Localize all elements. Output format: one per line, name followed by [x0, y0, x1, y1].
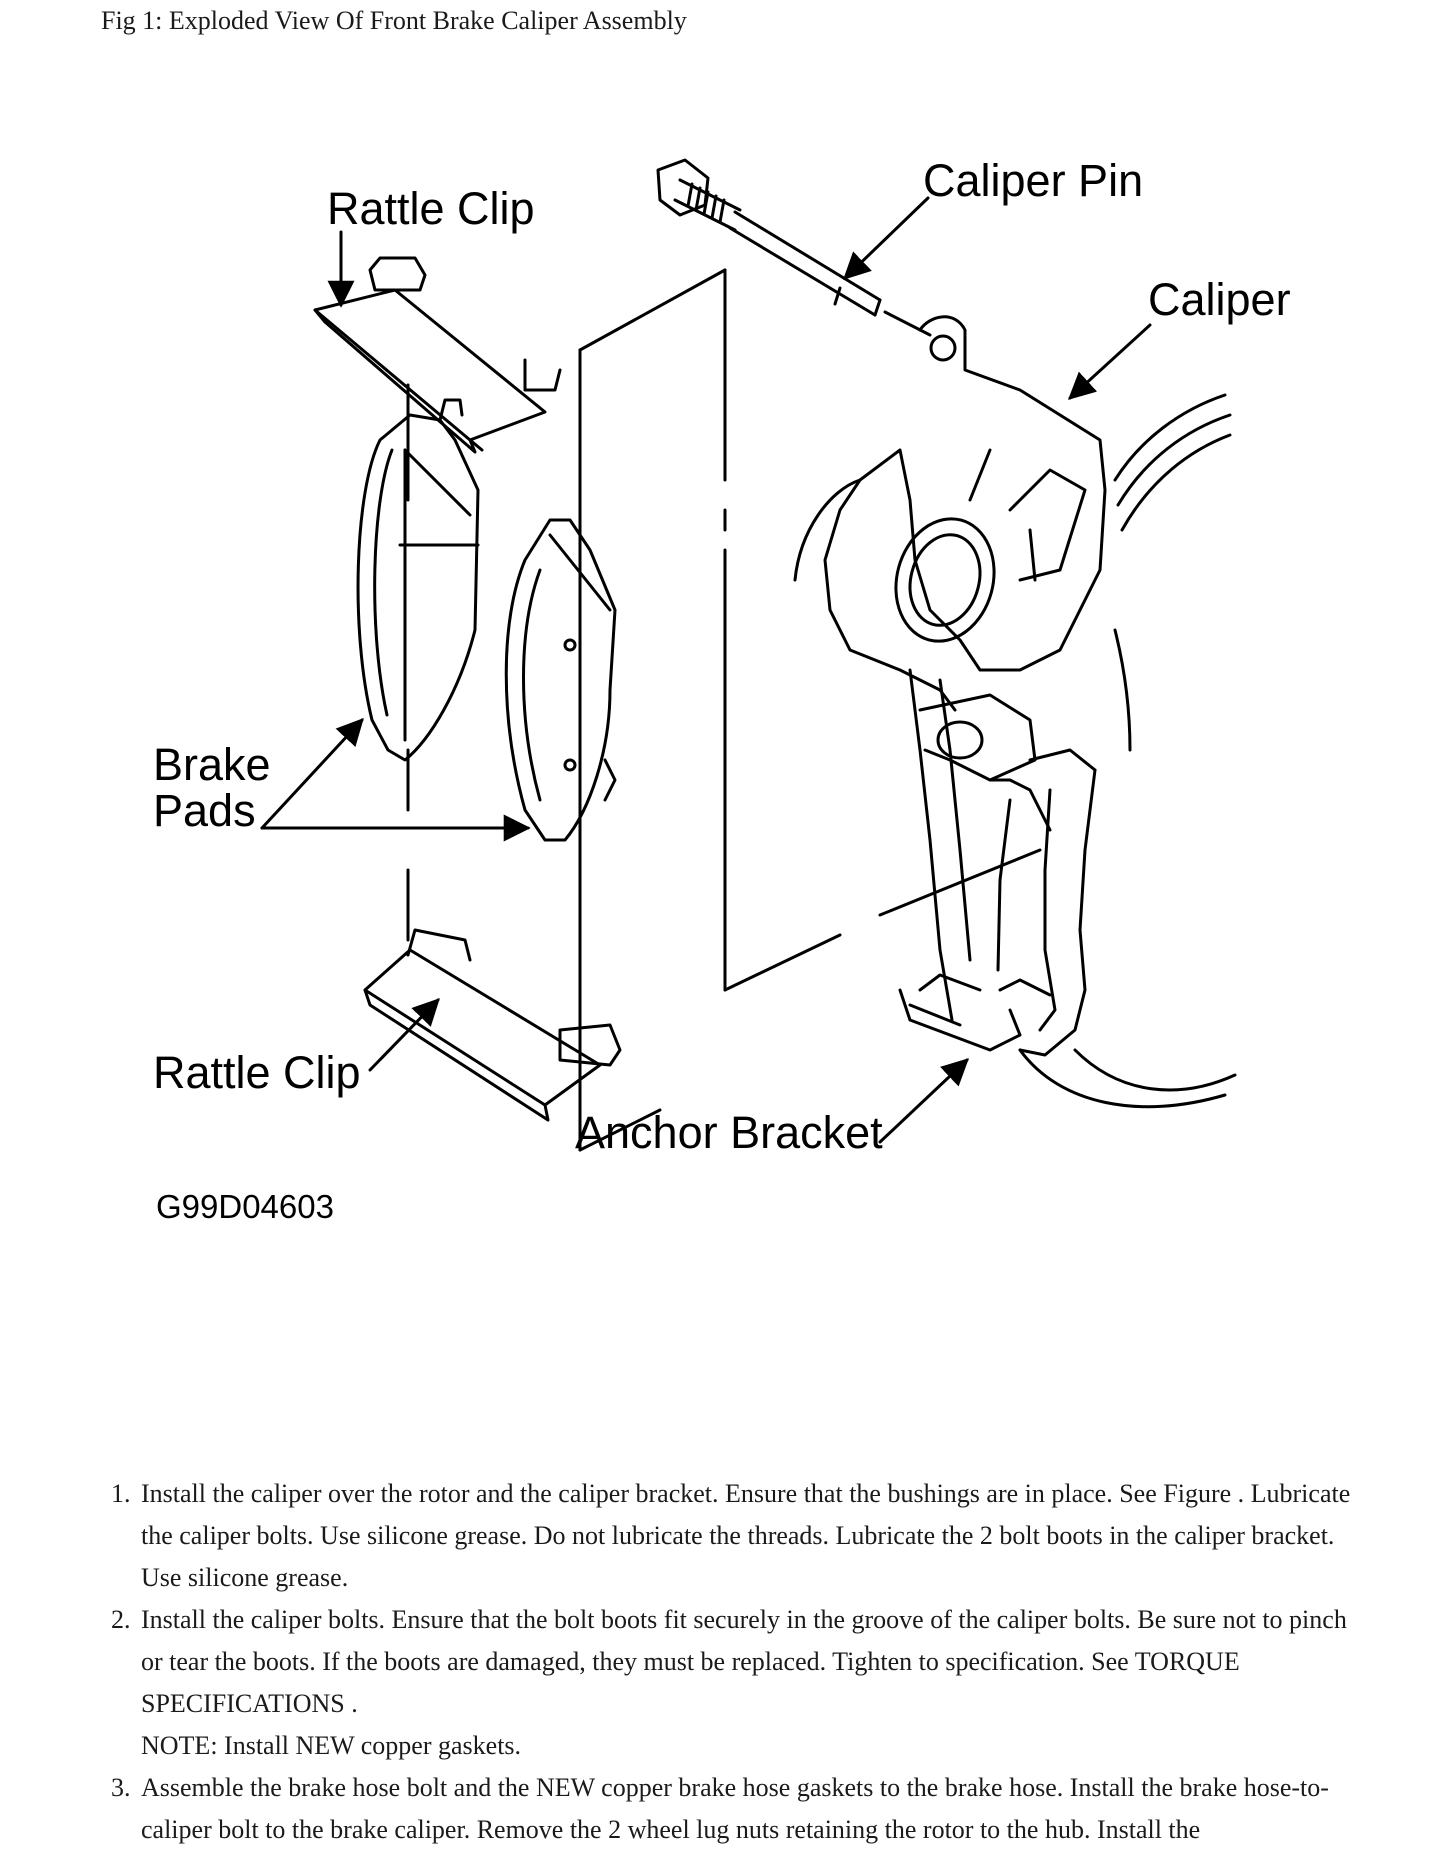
- top-rattle-clip-drawing: [313, 256, 562, 454]
- step-text: Install the caliper over the rotor and t…: [141, 1479, 1351, 1592]
- label-brake-pads-line1: Brake: [153, 739, 271, 790]
- anchor-bracket-plane: [578, 268, 1042, 1152]
- caliper-assembly-drawing: [260, 158, 1237, 1152]
- step-item: 2. Install the caliper bolts. Ensure tha…: [101, 1599, 1361, 1767]
- inner-brake-pad-drawing: [356, 398, 480, 762]
- exploded-view-figure: Rattle Clip Caliper Pin Caliper Brake Pa…: [140, 150, 1310, 1250]
- caliper-pin-drawing: [656, 158, 932, 337]
- caliper-bracket-arm-drawing: [898, 668, 1097, 1057]
- step-text: Assemble the brake hose bolt and the NEW…: [141, 1773, 1329, 1844]
- step-item: 1. Install the caliper over the rotor an…: [101, 1473, 1361, 1599]
- label-brake-pads-line2: Pads: [153, 785, 256, 836]
- caliper-body-drawing: [793, 315, 1107, 712]
- figure-caption: Fig 1: Exploded View Of Front Brake Cali…: [101, 6, 687, 35]
- step-number: 1.: [111, 1479, 131, 1508]
- bottom-rattle-clip-drawing: [363, 928, 622, 1122]
- step-item: 3. Assemble the brake hose bolt and the …: [101, 1767, 1361, 1851]
- label-anchor-bracket: Anchor Bracket: [575, 1107, 883, 1158]
- label-rattle-clip-bottom: Rattle Clip: [153, 1047, 361, 1098]
- outer-brake-pad-drawing: [504, 518, 617, 842]
- step-text: Install the caliper bolts. Ensure that t…: [141, 1605, 1347, 1718]
- rotor-edge-drawing: [1018, 393, 1237, 1109]
- leader-arrows: [260, 196, 1152, 1144]
- step-note: NOTE: Install NEW copper gaskets.: [141, 1731, 522, 1760]
- step-number: 2.: [111, 1605, 131, 1634]
- label-rattle-clip-top: Rattle Clip: [327, 183, 535, 234]
- step-number: 3.: [111, 1773, 131, 1802]
- instruction-steps: 1. Install the caliper over the rotor an…: [101, 1473, 1361, 1851]
- label-caliper: Caliper: [1148, 274, 1291, 325]
- label-caliper-pin: Caliper Pin: [923, 155, 1144, 206]
- figure-code: G99D04603: [156, 1188, 334, 1225]
